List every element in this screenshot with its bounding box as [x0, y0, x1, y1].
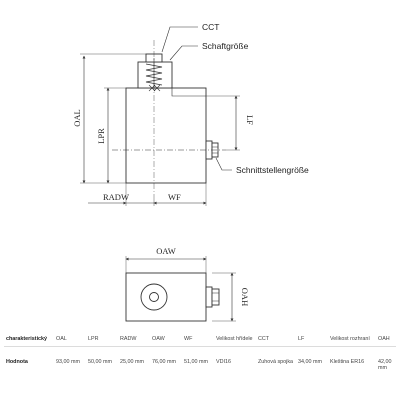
technical-drawing: CCT Schaftgröße Schnittstellengröße OAL …: [72, 22, 309, 322]
side-view: [112, 40, 226, 200]
table-cell: Kleština ER16: [330, 358, 365, 365]
leaders: [161, 26, 232, 171]
table-cell: 25,00 mm: [120, 358, 144, 365]
top-body: [125, 272, 207, 322]
table-cell: 34,00 mm: [298, 358, 322, 365]
row-label: Hodnota: [6, 358, 28, 365]
table-cell: 50,00 mm: [88, 358, 112, 365]
spec-table: charakteristický OAL LPR RADW OAW WF Vel…: [4, 333, 396, 384]
oal-label: OAL: [72, 109, 82, 126]
table-cell: VDI16: [216, 358, 231, 365]
bore-inner: [149, 292, 159, 302]
bore-outer: [140, 283, 168, 311]
oaw-label: OAW: [156, 246, 176, 256]
table-header: LF: [298, 336, 305, 342]
lpr-label: LPR: [96, 128, 106, 144]
oah-label: OAH: [240, 288, 250, 306]
table-header: RADW: [120, 336, 137, 342]
table-header: OAL: [56, 336, 67, 342]
table-cell: Zuhová spojka: [258, 358, 294, 365]
table-header: OAH: [378, 336, 390, 342]
table-header: OAW: [152, 336, 165, 342]
cct-label: CCT: [202, 22, 219, 32]
cct-leader: [161, 26, 198, 53]
table-cell: 51,00 mm: [184, 358, 208, 365]
lf-label: LF: [245, 115, 255, 125]
top-view: [125, 272, 220, 322]
interface-size-label: Schnittstellengröße: [236, 165, 309, 175]
shaft-size-leader: [169, 45, 198, 61]
dimensions: [80, 53, 240, 206]
radw-label: RADW: [103, 192, 129, 202]
table-header: WF: [184, 336, 193, 342]
table-header: Velikost hřídele: [216, 336, 253, 342]
table-header: charakteristický: [6, 336, 48, 342]
shaft-size-label: Schaftgröße: [202, 41, 249, 51]
table-header-row: charakteristický OAL LPR RADW OAW WF Vel…: [4, 333, 396, 347]
table-header: CCT: [258, 336, 270, 342]
interface-size-leader: [215, 157, 232, 171]
tool-body: [125, 87, 207, 184]
table-cell: 76,00 mm: [152, 358, 176, 365]
wf-label: WF: [168, 192, 181, 202]
table-header: LPR: [88, 336, 99, 342]
table-header: Velikost rozhraní: [330, 336, 370, 342]
top-interface-nut: [205, 286, 213, 308]
table-cell: 42,00 mm: [378, 358, 392, 372]
table-row: Hodnota 93,00 mm 50,00 mm 25,00 mm 76,00…: [4, 346, 396, 384]
table-cell: 93,00 mm: [56, 358, 80, 365]
